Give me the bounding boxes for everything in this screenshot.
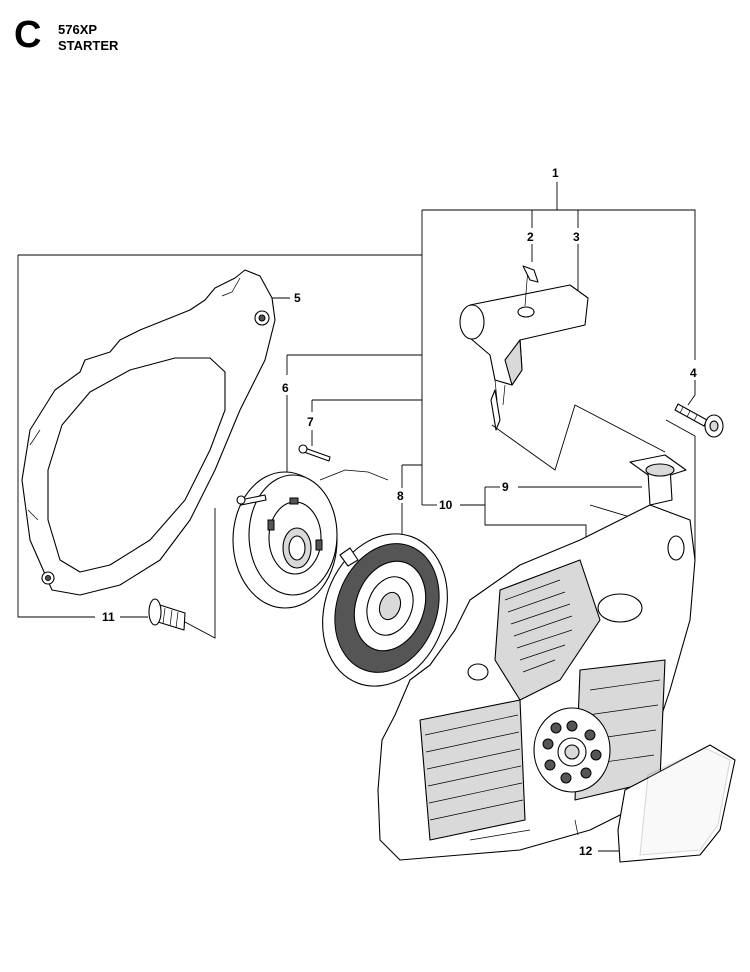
section-letter: C [14, 14, 42, 56]
part-screw-small [298, 444, 331, 462]
section-title: STARTER [58, 38, 119, 53]
callout-6: 6 [282, 381, 289, 395]
callout-10: 10 [439, 498, 453, 512]
callout-1: 1 [552, 166, 559, 180]
part-starter-handle [459, 265, 589, 431]
callout-12: 12 [579, 844, 593, 858]
part-decal [617, 744, 736, 863]
callout-4: 4 [690, 366, 697, 380]
part-rope-pulley [232, 469, 389, 609]
callout-3: 3 [573, 230, 580, 244]
part-bolt-4 [674, 403, 724, 438]
model-number: 576XP [58, 22, 98, 37]
part-spring-cassette [322, 533, 448, 687]
callout-7: 7 [307, 415, 314, 429]
part-fan-cover [21, 269, 276, 596]
callout-9: 9 [502, 480, 509, 494]
part-cord-guide [629, 454, 687, 506]
part-starter-housing [377, 504, 696, 861]
callout-5: 5 [294, 291, 301, 305]
callout-2: 2 [527, 230, 534, 244]
callout-labels: 1 2 3 4 5 6 7 8 9 10 11 12 [102, 166, 697, 858]
callout-11: 11 [102, 610, 115, 624]
callout-8: 8 [397, 489, 404, 503]
part-screw-11 [148, 494, 267, 631]
